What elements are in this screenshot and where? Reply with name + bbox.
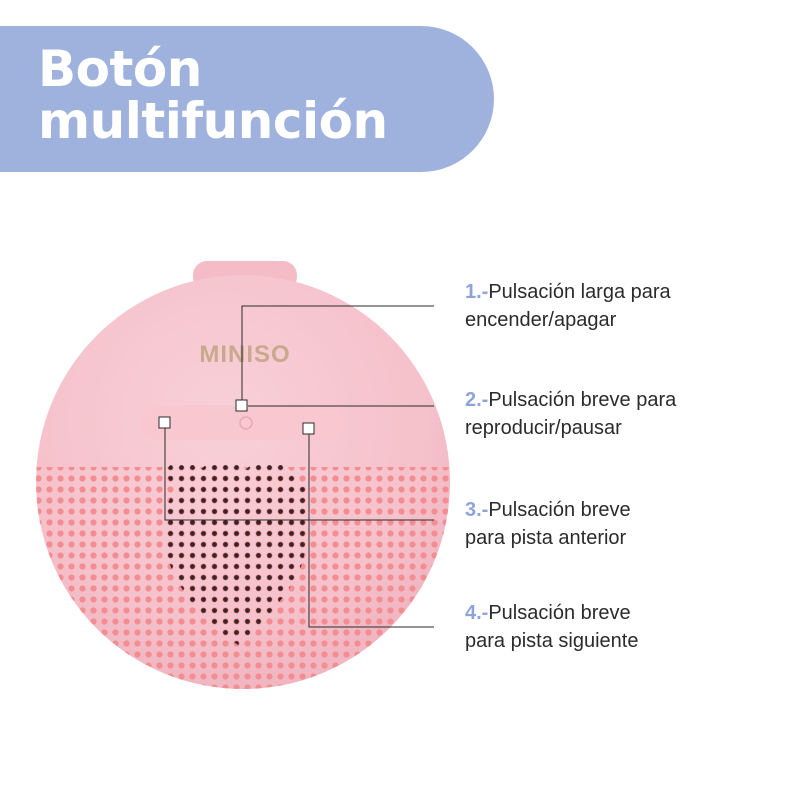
brand-logo: MINISO: [199, 341, 290, 368]
marker-4: [302, 422, 315, 435]
callout-text: para pista anterior: [465, 527, 627, 549]
callout-1: 1.-Pulsación larga para encender/apagar: [465, 278, 671, 334]
callout-text: Pulsación breve para: [488, 389, 677, 411]
page-title-line-2: multifunción: [38, 92, 388, 150]
button-strip: [140, 405, 345, 440]
leader-line-3: [164, 428, 434, 521]
callout-number: 4.-: [465, 602, 489, 624]
callout-text: Pulsación larga para: [488, 281, 671, 303]
marker-1: [235, 399, 248, 412]
callout-text: Pulsación breve: [488, 602, 631, 624]
marker-3: [158, 416, 171, 429]
callout-text: reproducir/pausar: [465, 417, 622, 439]
title-banner: [0, 26, 494, 172]
callout-2: 2.-Pulsación breve para reproducir/pausa…: [465, 386, 676, 442]
callout-number: 2.-: [465, 389, 489, 411]
callout-text: para pista siguiente: [465, 630, 639, 652]
power-button-icon: [239, 416, 253, 430]
callout-number: 1.-: [465, 281, 489, 303]
page-title-line-1: Botón: [38, 40, 202, 98]
leader-line-4: [308, 434, 434, 628]
leader-line-1: [241, 305, 434, 400]
callout-text: Pulsación breve: [488, 499, 631, 521]
callout-text: encender/apagar: [465, 309, 617, 331]
callout-3: 3.-Pulsación breve para pista anterior: [465, 496, 631, 552]
callout-4: 4.-Pulsación breve para pista siguiente: [465, 599, 638, 655]
callout-number: 3.-: [465, 499, 489, 521]
